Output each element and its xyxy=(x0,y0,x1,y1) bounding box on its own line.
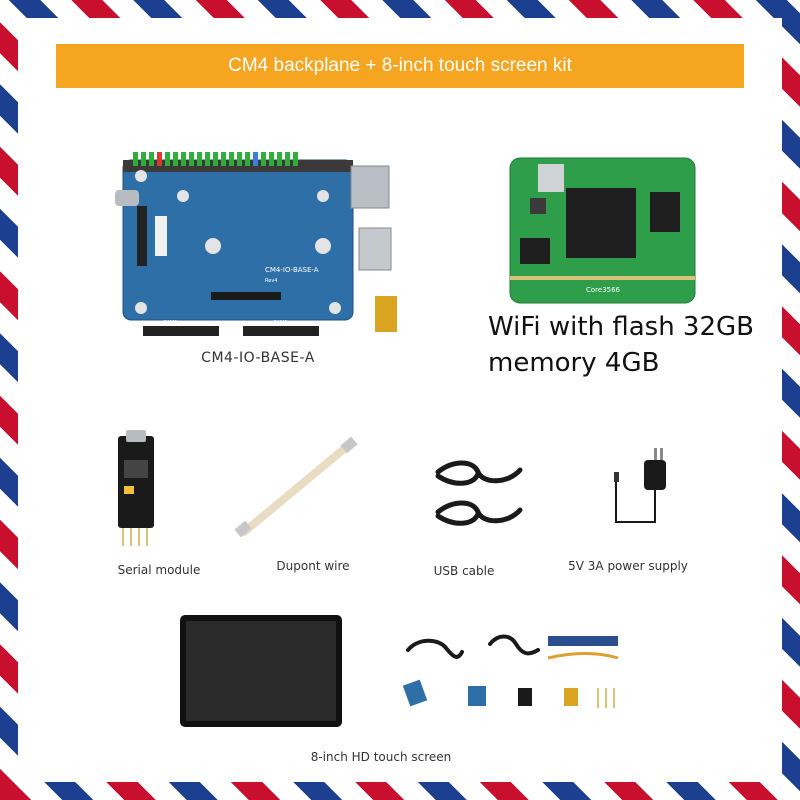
io-board-caption: CM4-IO-BASE-A xyxy=(201,350,315,366)
dupont-wire-caption: Dupont wire xyxy=(276,559,350,573)
core-module-spec-line2: memory 4GB xyxy=(488,348,660,378)
kit-title: CM4 backplane + 8-inch touch screen kit xyxy=(228,55,572,76)
core-module-chip-text: Core3566 xyxy=(586,286,621,294)
product-card: CM4 backplane + 8-inch touch screen kit xyxy=(18,18,782,782)
dupont-wire-image xyxy=(234,436,358,538)
usb-cable-image xyxy=(435,460,523,526)
io-board-silk-rev: Rev4 xyxy=(265,278,277,284)
touch-screen-image xyxy=(180,615,342,727)
power-supply-caption: 5V 3A power supply xyxy=(568,559,688,573)
screen-accessories-image xyxy=(402,634,619,708)
core-module-image: Core3566 xyxy=(509,157,696,304)
io-board-silk-eth: ETHERNET xyxy=(353,160,381,166)
kit-title-banner: CM4 backplane + 8-inch touch screen kit xyxy=(56,44,744,88)
io-board-silk-cam0: CAM0 xyxy=(163,320,177,326)
io-board-silk-usb: USB 1/2 xyxy=(361,222,381,228)
power-supply-image xyxy=(614,448,666,523)
serial-module-image xyxy=(118,430,154,546)
io-board-silk-cam1: CAM1 xyxy=(273,320,287,326)
io-board-silk-hdmi: HDMI0 xyxy=(363,288,380,294)
io-board-silk-main: CM4-IO-BASE-A xyxy=(265,266,319,274)
touch-screen-caption: 8-inch HD touch screen xyxy=(310,750,452,764)
serial-module-caption: Serial module xyxy=(117,563,201,577)
usb-cable-caption: USB cable xyxy=(433,564,495,578)
io-board-image: CM4-IO-BASE-A Rev4 CAM0 CAM1 ETHERNET US… xyxy=(115,152,397,336)
core-module-spec-line1: WiFi with flash 32GB xyxy=(488,312,755,342)
